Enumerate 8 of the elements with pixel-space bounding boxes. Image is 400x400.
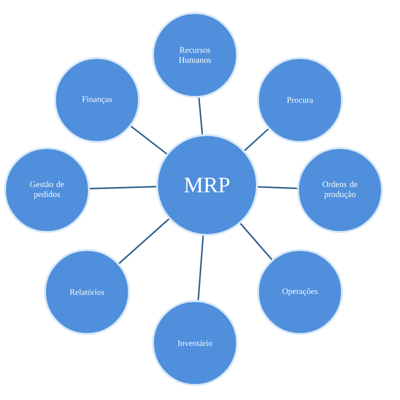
connector-line <box>118 218 170 264</box>
connector-line <box>198 236 204 300</box>
connector-line <box>240 223 272 260</box>
connector-line <box>198 98 204 134</box>
connector-line <box>244 128 269 152</box>
connector-line <box>90 186 156 190</box>
connector-line <box>258 186 298 190</box>
connector-line <box>130 126 168 154</box>
